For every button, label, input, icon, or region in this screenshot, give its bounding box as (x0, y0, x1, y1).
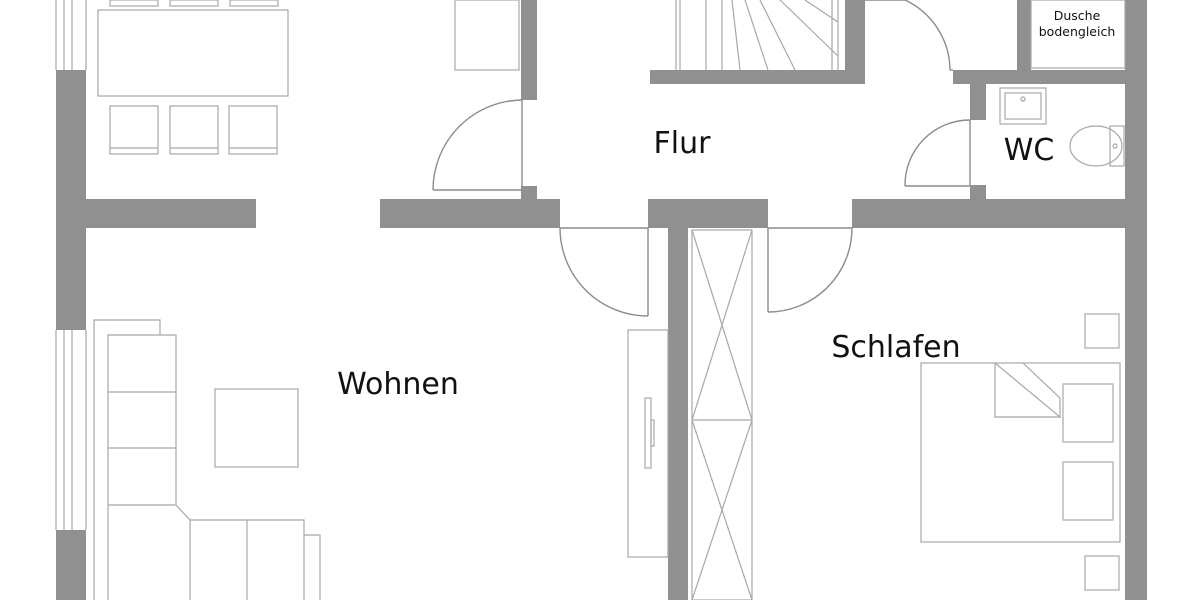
dining-area (97, 0, 289, 155)
wall-top-right-corner (1125, 0, 1147, 70)
wall-upper-left-vertical (521, 0, 537, 100)
dining-chair-3 (228, 105, 278, 155)
window-lower-left (55, 330, 87, 530)
wc-fixtures (999, 87, 1125, 167)
dining-chair-top-1 (109, 0, 159, 7)
nightstand-bottom (1084, 555, 1120, 591)
wall-left-upper (56, 70, 86, 330)
wall-stair-bottom (650, 70, 865, 84)
cabinet-top-center (454, 0, 520, 71)
dining-chair-top-2 (169, 0, 219, 7)
wc-toilet (1069, 125, 1125, 167)
corner-sofa (93, 319, 321, 600)
room-label-flur: Flur (654, 126, 712, 161)
room-label-schlafen: Schlafen (831, 330, 960, 365)
wall-living-divider-left (86, 199, 256, 228)
dining-chair-top-3 (229, 0, 279, 7)
doors (432, 0, 971, 317)
wall-bath-bottom (953, 70, 1125, 84)
room-label-wohnen: Wohnen (337, 367, 459, 402)
door-hall-corridor (559, 227, 649, 317)
wall-corridor-vertical (668, 228, 688, 600)
bedroom-furniture (920, 313, 1121, 591)
door-living-hall (432, 99, 523, 191)
living-furniture (93, 319, 669, 600)
wall-wc-left-upper (970, 84, 986, 120)
shower-tray (1030, 0, 1126, 69)
door-wc (904, 119, 971, 187)
staircase (675, 0, 839, 71)
wall-left-lower (56, 530, 86, 600)
room-label-wc: WC (1004, 133, 1055, 168)
wall-upper-left-stub (521, 186, 537, 200)
wall-hall-center (648, 199, 768, 228)
nightstand-top (1084, 313, 1120, 349)
bed-pillow-1 (1062, 383, 1114, 443)
shower-label-line2: bodengleich (1039, 24, 1116, 39)
wall-stair-right (845, 0, 865, 84)
window-upper-left (55, 0, 87, 70)
wall-shower-left (1017, 0, 1031, 70)
dining-chair-2 (169, 105, 219, 155)
wall-living-divider-right (380, 199, 560, 228)
coffee-table (214, 388, 299, 468)
wall-bedroom-top (852, 199, 1125, 228)
door-bedroom (767, 227, 853, 313)
wall-right (1125, 0, 1147, 600)
wardrobe (691, 229, 753, 600)
room-labels: Flur WC Wohnen Schlafen (337, 126, 1054, 402)
double-bed (920, 362, 1121, 543)
wall-wc-left-lower (970, 185, 986, 199)
walls (56, 0, 1147, 600)
shower: Dusche bodengleich (1030, 0, 1126, 69)
windows (55, 0, 87, 530)
wc-sink (999, 87, 1047, 125)
shower-label-line1: Dusche (1054, 8, 1101, 23)
dining-table (97, 9, 289, 97)
dining-chair-1 (109, 105, 159, 155)
door-bathroom (865, 0, 953, 71)
bed-pillow-2 (1062, 461, 1114, 521)
tv-sideboard (627, 329, 669, 558)
